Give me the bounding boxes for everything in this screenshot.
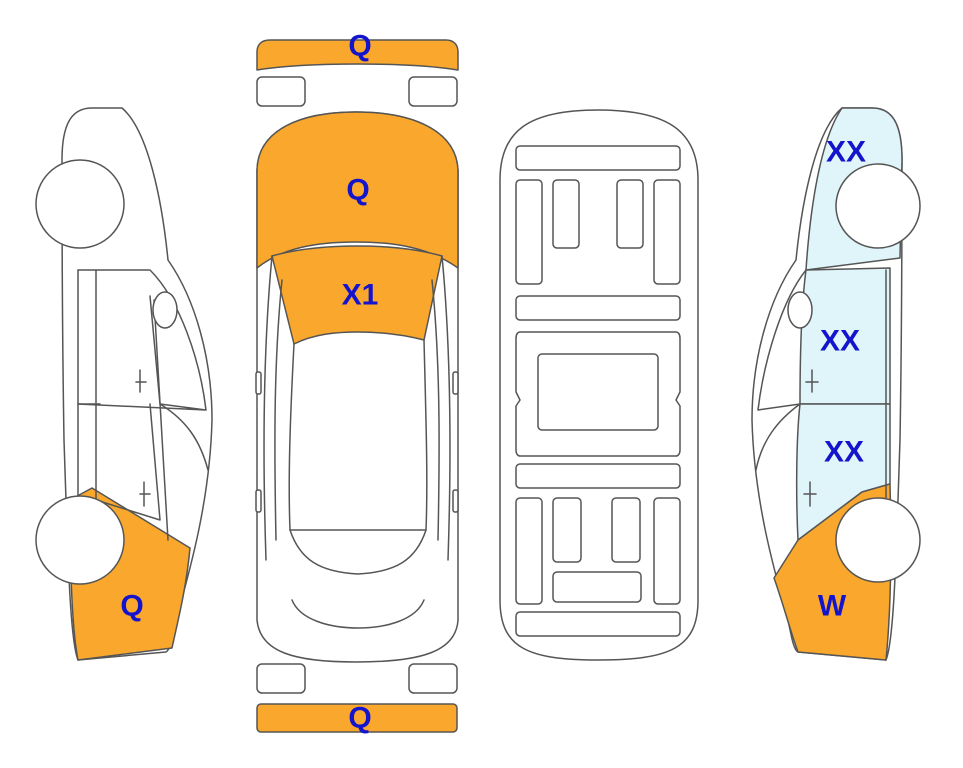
left-door-handle-front xyxy=(139,481,151,507)
right-door-handle-rear xyxy=(805,369,819,393)
windshield-code: X1 xyxy=(342,279,379,312)
right-window-frame xyxy=(755,269,807,471)
underbody-panel-trunk xyxy=(552,571,642,603)
left-front-wheel xyxy=(35,495,125,585)
underbody-panel-fr-rail xyxy=(653,179,681,285)
underbody-panel-fr xyxy=(616,179,644,249)
hood-code: Q xyxy=(346,174,369,207)
right-rear-door-code: XX xyxy=(820,325,860,358)
top-view-rear-glass xyxy=(289,529,427,629)
right-front-fender-code: W xyxy=(818,590,847,623)
underbody-panel-fl-rail xyxy=(515,179,543,285)
top-view-right-mirror xyxy=(452,371,459,395)
top-view-right-handle xyxy=(452,489,459,513)
right-front-wheel xyxy=(835,497,921,583)
front-left-headlight xyxy=(256,76,306,107)
top-view-right-pillar xyxy=(431,255,451,561)
underbody-panel-rear xyxy=(515,611,681,637)
front-right-headlight xyxy=(408,76,458,107)
underbody-panel-firewall xyxy=(515,295,681,321)
rear-bumper-damage[interactable] xyxy=(256,703,458,733)
left-side-view: Q xyxy=(35,107,213,661)
left-door-seam xyxy=(77,299,209,541)
top-view-roof xyxy=(288,339,428,531)
left-mirror xyxy=(152,291,178,329)
underbody-panel-rear-cross xyxy=(515,463,681,489)
right-mirror xyxy=(787,291,813,329)
underbody-panel-rr xyxy=(611,497,641,563)
hood-damage[interactable] xyxy=(256,111,459,269)
rear-bumper-code: Q xyxy=(348,702,371,735)
underbody-panel-rl xyxy=(552,497,582,563)
front-bumper-damage[interactable] xyxy=(256,39,459,71)
left-door-handle-rear xyxy=(135,369,147,393)
right-door-handle-front xyxy=(803,481,817,507)
underbody-panel-rl-rail xyxy=(515,497,543,605)
top-view-left-mirror xyxy=(255,371,262,395)
underbody-panel-front xyxy=(515,145,681,171)
top-view: Q Q X1 Q xyxy=(255,30,459,735)
right-rear-wheel xyxy=(835,163,921,249)
right-front-door-code: XX xyxy=(824,436,864,469)
underbody-view xyxy=(499,109,699,661)
underbody-panel-tunnel xyxy=(537,353,659,431)
front-bumper-code: Q xyxy=(348,30,371,63)
left-rear-wheel xyxy=(35,159,125,249)
left-front-fender-code: Q xyxy=(120,590,143,623)
right-side-view: XX XX XX W xyxy=(751,107,921,661)
underbody-panel-fl xyxy=(552,179,580,249)
right-rear-quarter-code: XX xyxy=(826,136,866,169)
rear-right-taillight xyxy=(408,663,458,694)
underbody-panel-rr-rail xyxy=(653,497,681,605)
top-view-left-pillar xyxy=(263,255,283,561)
left-roofline xyxy=(77,269,97,501)
rear-left-taillight xyxy=(256,663,306,694)
top-view-left-handle xyxy=(255,489,262,513)
left-window-frame xyxy=(77,269,207,521)
